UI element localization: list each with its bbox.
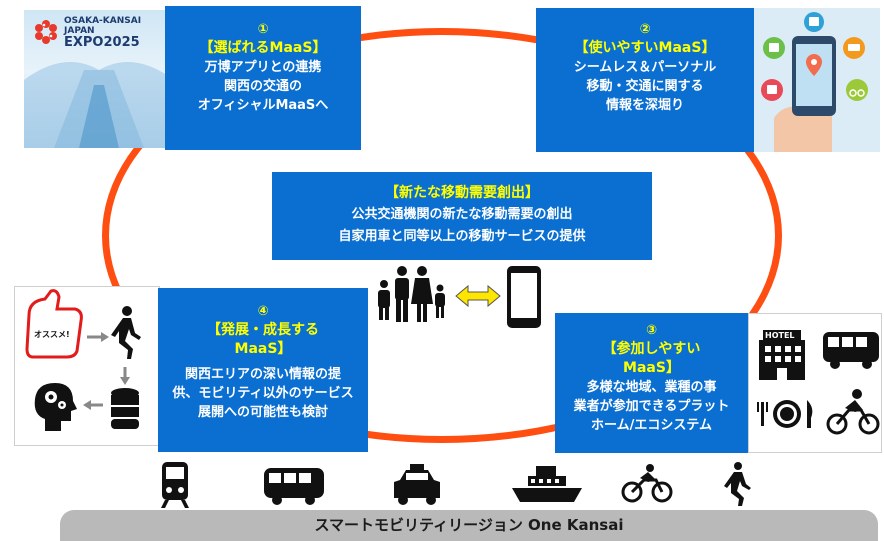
- phone-map-icon: [761, 12, 868, 152]
- expo-line3: EXPO2025: [64, 35, 140, 50]
- smartphone-icon: [507, 266, 541, 328]
- box3-line: 多様な地域、業種の事: [586, 380, 717, 395]
- family-icon: [378, 266, 445, 322]
- footer-banner: スマートモビリティリージョン One Kansai: [60, 510, 878, 541]
- expo-illustration: [24, 20, 174, 148]
- box4-line: 展開への可能性も検討: [197, 405, 328, 420]
- dining-icon: [757, 400, 813, 428]
- box-easy-maas: ② 【使いやすいMaaS】 シームレス＆パーソナル 移動・交通に関する 情報を深…: [536, 8, 754, 152]
- box1-line: 関西の交通の: [223, 79, 302, 94]
- transport-icon-row: [161, 462, 751, 508]
- bus-icon: [264, 468, 324, 505]
- ship-icon: [512, 466, 582, 502]
- cyclist-icon: [826, 408, 880, 435]
- hotel-icon: [759, 330, 805, 380]
- box2-line: 移動・交通に関する: [586, 79, 704, 94]
- box-growing-maas: ④ 【発展・成長する MaaS】 関西エリアの深い情報の提 供、モビリティ以外の…: [158, 288, 368, 452]
- box1-number: ①: [257, 22, 269, 37]
- box2-title: 【使いやすいMaaS】: [574, 40, 716, 56]
- box4-title: MaaS】: [234, 341, 292, 357]
- walking-person-icon: [111, 306, 141, 359]
- phone-app-image: [754, 8, 880, 152]
- box-chosen-maas: ① 【選ばれるMaaS】 万博アプリとの連携 関西の交通の オフィシャルMaaS…: [165, 6, 361, 150]
- center-line: 公共交通機関の新たな移動需要の創出: [351, 207, 573, 222]
- orange-cycle-ring: [102, 28, 782, 443]
- thumbs-up-icon: [25, 289, 83, 359]
- box-participation-maas: ③ 【参加しやすい MaaS】 多様な地域、業種の事 業者が参加できるプラット …: [555, 313, 748, 453]
- head-gears-icon: [34, 383, 77, 431]
- database-icon: [111, 388, 139, 429]
- train-icon: [161, 462, 189, 508]
- bicycle-icon: [621, 464, 673, 503]
- bus-icon: [823, 332, 879, 369]
- family-phone-graphic: [378, 266, 541, 328]
- taxi-icon: [394, 464, 440, 505]
- center-title: 【新たな移動需要創出】: [385, 185, 539, 201]
- hotel-label: HOTEL: [765, 331, 795, 340]
- box3-line: ホーム/エコシステム: [591, 418, 712, 433]
- box1-title: 【選ばれるMaaS】: [199, 40, 327, 56]
- box3-line: 業者が参加できるプラット: [573, 399, 730, 414]
- box4-number: ④: [257, 304, 269, 319]
- box1-line: オフィシャルMaaSへ: [197, 98, 329, 113]
- expo-line1: OSAKA-KANSAI: [64, 16, 142, 26]
- center-line: 自家用車と同等以上の移動サービスの提供: [338, 229, 586, 244]
- box-new-demand: 【新たな移動需要創出】 公共交通機関の新たな移動需要の創出 自家用車と同等以上の…: [272, 172, 652, 260]
- thumb-label: オススメ!: [34, 330, 70, 339]
- box2-number: ②: [639, 22, 651, 37]
- services-image: HOTEL: [748, 313, 882, 453]
- box4-line: 供、モビリティ以外のサービス: [172, 386, 354, 401]
- box4-line: 関西エリアの深い情報の提: [184, 367, 341, 382]
- box2-line: 情報を深堀り: [605, 98, 684, 113]
- box2-line: シームレス＆パーソナル: [573, 60, 717, 75]
- cycle-diagram-image: オススメ!: [14, 286, 160, 446]
- box3-title: 【参加しやすい: [602, 341, 701, 357]
- box3-title: MaaS】: [623, 360, 680, 376]
- walking-icon: [724, 462, 751, 506]
- expo-image: OSAKA-KANSAI JAPAN EXPO2025: [24, 10, 174, 148]
- double-arrow-icon: [455, 284, 501, 308]
- box1-line: 万博アプリとの連携: [204, 60, 322, 75]
- box4-title: 【発展・成長する: [207, 322, 319, 338]
- box3-number: ③: [645, 323, 657, 338]
- expo-line2: JAPAN: [64, 26, 95, 36]
